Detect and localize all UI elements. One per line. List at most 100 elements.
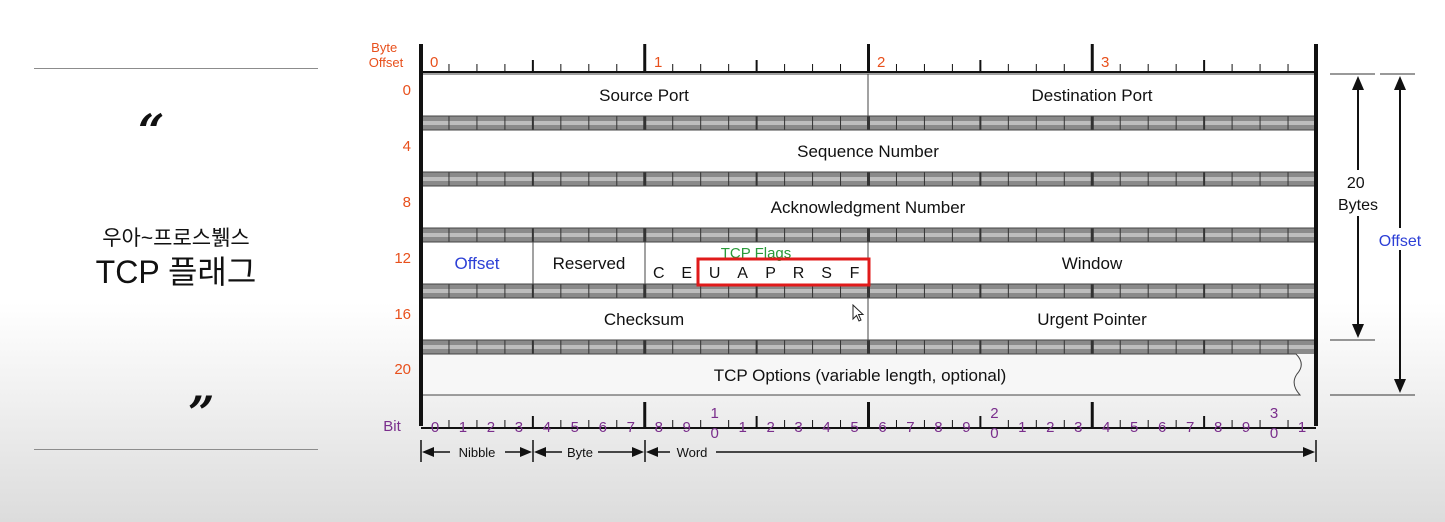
bit-number-ones: 0 <box>1270 425 1278 442</box>
bit-number: 0 <box>431 419 439 436</box>
word-arrowhead-left <box>646 447 658 457</box>
bit-number: 1 <box>738 419 746 436</box>
nibble-arrowhead-right <box>520 447 532 457</box>
twenty-bytes-label-bg <box>1330 170 1386 216</box>
offset-right-label: Offset <box>1379 233 1422 250</box>
bit-number: 7 <box>906 419 914 436</box>
tcp-flag-letter: S <box>821 265 832 282</box>
byte-number-0: 0 <box>430 54 438 71</box>
byte-offset-line1: Byte <box>371 40 397 55</box>
bit-number: 8 <box>1214 419 1222 436</box>
nibble-arrowhead-left <box>422 447 434 457</box>
bit-number-tens: 1 <box>711 405 719 422</box>
bit-number: 5 <box>571 419 579 436</box>
twenty-bytes-line1: 20 <box>1347 175 1365 192</box>
tcp-flag-letter: P <box>765 265 776 282</box>
nibble-label: Nibble <box>459 445 496 460</box>
bit-number: 5 <box>850 419 858 436</box>
row-offset-8: 8 <box>403 194 411 211</box>
close-quote-mark: ” <box>188 386 215 440</box>
bit-number: 3 <box>794 419 802 436</box>
word-label: Word <box>677 445 708 460</box>
bit-number-tens: 2 <box>990 405 998 422</box>
bit-number: 6 <box>878 419 886 436</box>
bit-number: 2 <box>1046 419 1054 436</box>
bit-number: 6 <box>1158 419 1166 436</box>
acknowledgment-number-field: Acknowledgment Number <box>771 198 966 217</box>
mouse-cursor-icon <box>852 304 865 322</box>
bit-number: 1 <box>1018 419 1026 436</box>
bit-number: 4 <box>1102 419 1110 436</box>
tcp-flag-letter: R <box>793 265 805 282</box>
row-offset-4: 4 <box>403 138 411 155</box>
offset-field: Offset <box>454 254 499 273</box>
sequence-number-field: Sequence Number <box>797 142 939 161</box>
bit-label: Bit <box>383 418 401 435</box>
byte-arrowhead-right <box>632 447 644 457</box>
byte-label: Byte <box>567 445 593 460</box>
tcp-flag-letter: E <box>681 265 692 282</box>
bit-number: 9 <box>1242 419 1250 436</box>
options-box <box>420 353 1302 396</box>
checksum-field: Checksum <box>604 310 684 329</box>
bit-number: 8 <box>934 419 942 436</box>
bottom-ruler <box>421 402 1316 429</box>
bit-number: 4 <box>543 419 551 436</box>
window-field: Window <box>1062 254 1123 273</box>
offset-arrowhead-up <box>1394 76 1406 90</box>
bit-number-ones: 0 <box>711 425 719 442</box>
byte-offset-line2: Offset <box>369 55 404 70</box>
byte-arrowhead-left <box>534 447 546 457</box>
twenty-bytes-arrowhead-down <box>1352 324 1364 338</box>
bit-number: 2 <box>766 419 774 436</box>
source-port-field: Source Port <box>599 86 689 105</box>
word-arrowhead-right <box>1303 447 1315 457</box>
bit-number: 4 <box>822 419 830 436</box>
top-divider <box>34 68 318 69</box>
byte-number-2: 2 <box>877 54 885 71</box>
urgent-pointer-field: Urgent Pointer <box>1037 310 1147 329</box>
bit-number: 9 <box>683 419 691 436</box>
row-offset-0: 0 <box>403 82 411 99</box>
byte-number-1: 1 <box>654 54 662 71</box>
row-8-box <box>420 185 1317 229</box>
bit-number: 1 <box>459 419 467 436</box>
flags-highlight-box <box>696 257 871 287</box>
byte-number-3: 3 <box>1101 54 1109 71</box>
bit-number: 5 <box>1130 419 1138 436</box>
bit-number: 7 <box>1186 419 1194 436</box>
bit-number: 3 <box>1074 419 1082 436</box>
tcp-flag-letter: F <box>850 265 860 282</box>
bit-number: 3 <box>515 419 523 436</box>
tcp-flag-letter: C <box>653 265 665 282</box>
slide-subtitle-small: 우아~프로스뷁스 <box>102 227 250 250</box>
bottom-divider <box>34 449 318 450</box>
tcp-options-field: TCP Options (variable length, optional) <box>714 366 1007 385</box>
bit-number-ones: 0 <box>990 425 998 442</box>
reserved-field: Reserved <box>553 254 626 273</box>
top-ruler <box>421 44 1316 73</box>
bit-number: 9 <box>962 419 970 436</box>
tcp-flag-letter: U <box>709 265 721 282</box>
bit-number: 6 <box>599 419 607 436</box>
row-offset-12: 12 <box>394 250 411 267</box>
bit-number-tens: 3 <box>1270 405 1278 422</box>
row-separators <box>421 116 1316 354</box>
bit-number: 8 <box>655 419 663 436</box>
bit-number: 1 <box>1298 419 1306 436</box>
open-quote-mark: “ <box>138 104 165 158</box>
tcp-flag-letter: A <box>737 265 748 282</box>
row-offset-16: 16 <box>394 306 411 323</box>
row-offset-20: 20 <box>394 361 411 378</box>
byte-offset-label: Byte Offset <box>369 40 404 70</box>
twenty-bytes-line2: Bytes <box>1338 197 1378 214</box>
twenty-bytes-arrowhead-up <box>1352 76 1364 90</box>
bit-number: 2 <box>487 419 495 436</box>
offset-arrowhead-down <box>1394 379 1406 393</box>
